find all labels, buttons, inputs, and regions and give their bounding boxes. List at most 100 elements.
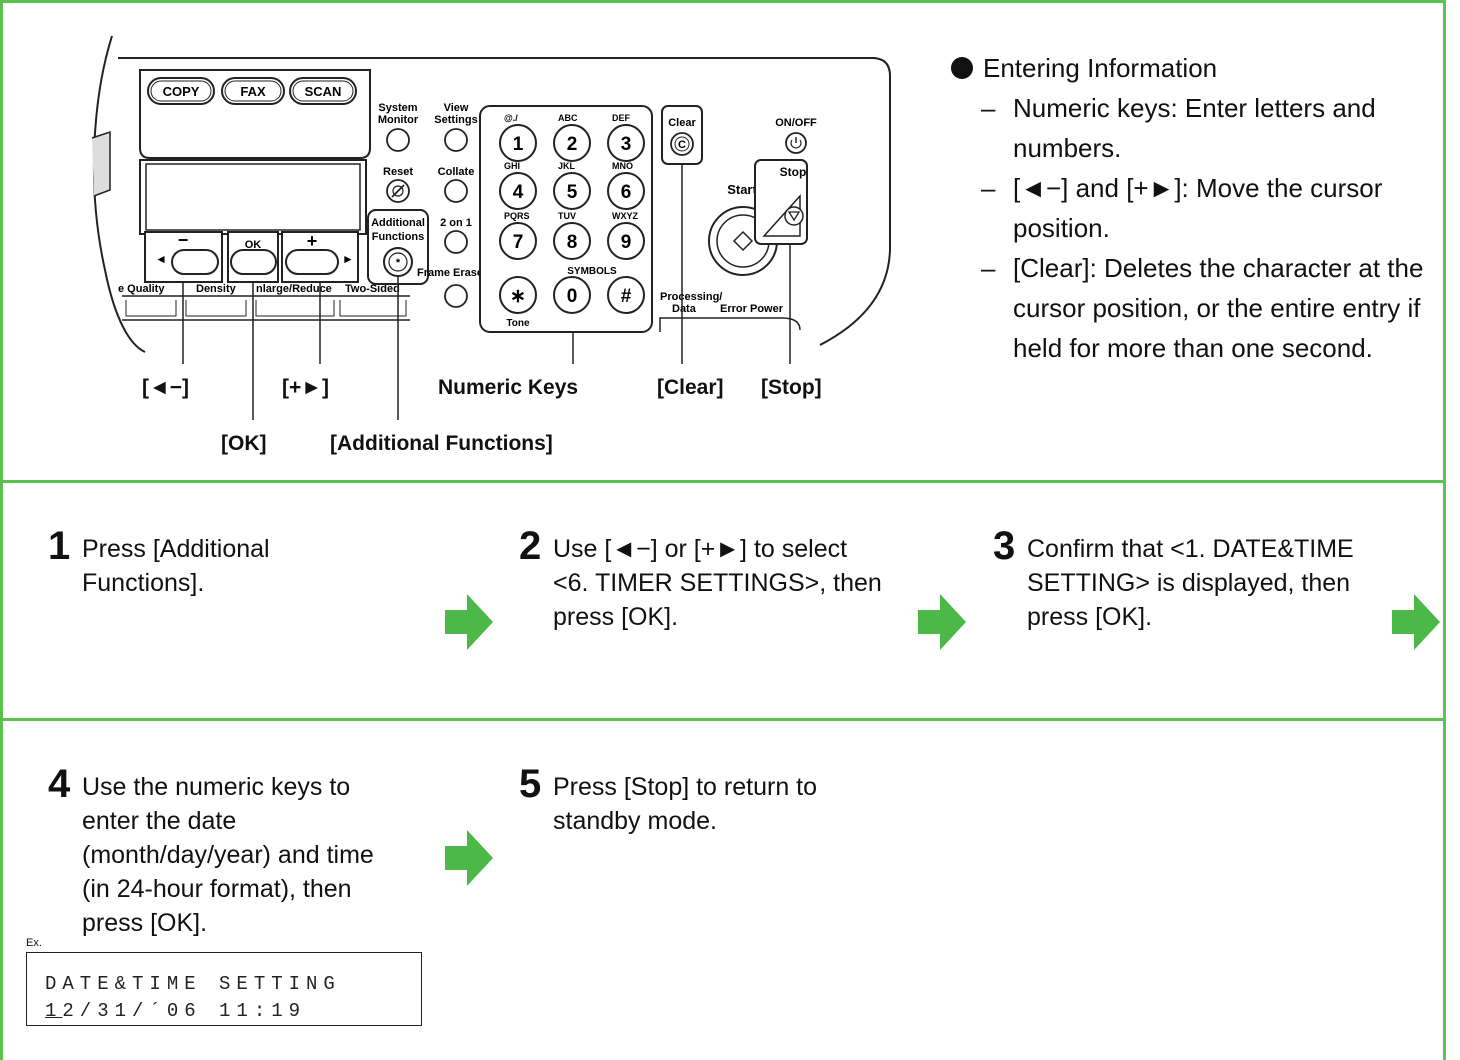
svg-text:Power: Power [750, 303, 784, 315]
svg-text:System: System [378, 102, 417, 114]
step-number: 1 [48, 524, 71, 568]
numeric-key-2: 2 ABC [553, 113, 591, 162]
step-4: 4 Use the numeric keys to enter the date… [48, 764, 408, 940]
svg-text:e Quality: e Quality [118, 283, 165, 295]
key-letters: ABC [558, 113, 578, 123]
navigation-keys: − ◄ OK + ► [144, 230, 359, 283]
svg-text:Start: Start [727, 182, 757, 197]
step-number: 3 [993, 524, 1016, 568]
key-digit: 4 [513, 182, 524, 203]
svg-text:Two-Sided: Two-Sided [345, 283, 400, 295]
copy-button-label: COPY [163, 84, 200, 99]
key-digit: 8 [567, 232, 578, 253]
next-arrow-icon [918, 594, 966, 650]
svg-text:►: ► [342, 252, 354, 266]
fax-button-label: FAX [240, 84, 266, 99]
svg-text:Additional: Additional [371, 217, 425, 229]
info-item: –[Clear]: Deletes the character at the c… [981, 253, 1424, 363]
key-letters: TUV [558, 211, 576, 221]
ok-callout: [OK] [221, 432, 267, 455]
step-1: 1 Press [Additional Functions]. [48, 526, 348, 600]
info-item: –Numeric keys: Enter letters and numbers… [981, 93, 1376, 163]
step-text: Confirm that <1. DATE&TIME SETTING> is d… [1027, 535, 1354, 631]
key-digit: # [621, 286, 632, 307]
key-digit: 3 [621, 134, 632, 155]
step-text: Use [◄−] or [+►] to select <6. TIMER SET… [553, 535, 882, 631]
key-letters: DEF [612, 113, 631, 123]
info-heading: Entering Information [983, 53, 1218, 83]
svg-text:SYMBOLS: SYMBOLS [567, 266, 617, 277]
key-letters: GHI [504, 161, 520, 171]
control-panel-illustration: COPY FAX SCAN − ◄ OK + ► e Quality Densi… [91, 35, 891, 420]
info-item: –[◄−] and [+►]: Move the cursor position… [981, 173, 1383, 243]
step-text: Use the numeric keys to enter the date (… [82, 773, 374, 937]
svg-text:Reset: Reset [383, 166, 413, 178]
step-2: 2 Use [◄−] or [+►] to select <6. TIMER S… [519, 526, 889, 634]
key-digit: 2 [567, 134, 578, 155]
lcd-line-1: DATE&TIME SETTING [45, 973, 341, 995]
entering-information-section: Entering Information –Numeric keys: Ente… [951, 48, 1431, 368]
section-divider [0, 718, 1446, 721]
key-digit: 6 [621, 182, 632, 203]
svg-text:Collate: Collate [438, 166, 475, 178]
next-arrow-icon [445, 830, 493, 886]
additional-functions-callout: [Additional Functions] [330, 432, 553, 455]
key-letters: JKL [558, 161, 576, 171]
svg-text:Clear: Clear [668, 117, 696, 129]
numeric-key-4: 4 GHI [499, 161, 537, 210]
lcd-display-example: DATE&TIME SETTING 12/31/´06 11:19 [26, 952, 422, 1026]
step-3: 3 Confirm that <1. DATE&TIME SETTING> is… [993, 526, 1363, 634]
svg-text:Data: Data [672, 303, 697, 315]
step-number: 5 [519, 762, 542, 806]
lcd-line-2: 12/31/´06 11:19 [45, 1000, 307, 1022]
next-arrow-icon [445, 594, 493, 650]
next-arrow-icon [1392, 594, 1440, 650]
numeric-key-5: 5 JKL [553, 161, 591, 210]
svg-text:◄: ◄ [155, 252, 167, 266]
step-number: 4 [48, 762, 71, 806]
svg-text:Functions: Functions [372, 231, 425, 243]
svg-text:Error: Error [720, 303, 748, 315]
svg-text:+: + [307, 231, 318, 251]
svg-text:Frame Erase: Frame Erase [417, 267, 483, 279]
numeric-keys-callout: Numeric Keys [438, 376, 579, 399]
scan-button-label: SCAN [305, 84, 342, 99]
svg-text:2 on 1: 2 on 1 [440, 217, 472, 229]
numeric-key-1: 1@./ [499, 113, 537, 162]
numeric-key-8: 8 TUV [553, 211, 591, 260]
svg-text:Density: Density [196, 283, 237, 295]
stop-callout: [Stop] [761, 376, 822, 399]
svg-text:Tone: Tone [506, 318, 530, 329]
bullet-icon [951, 57, 973, 79]
step-text: Press [Additional Functions]. [82, 535, 270, 597]
svg-text:nlarge/Reduce: nlarge/Reduce [256, 283, 332, 295]
key-digit: ∗ [510, 286, 526, 307]
clear-callout: [Clear] [657, 376, 724, 399]
key-letters: WXYZ [612, 211, 639, 221]
svg-text:Processing/: Processing/ [660, 291, 722, 303]
left-arrow-key-callout: [◄−] [142, 376, 190, 399]
key-digit: 5 [567, 182, 578, 203]
key-digit: 0 [567, 286, 578, 307]
svg-text:View: View [444, 102, 469, 114]
key-letters: PQRS [504, 211, 530, 221]
numeric-key-12: # [607, 276, 645, 314]
numeric-keypad [479, 105, 653, 333]
numeric-key-10: ∗ [499, 276, 537, 314]
svg-text:ON/OFF: ON/OFF [775, 117, 817, 129]
numeric-key-11: 0 [553, 276, 591, 314]
key-letters: @./ [504, 113, 518, 123]
svg-text:OK: OK [245, 239, 262, 251]
lcd-cursor: 1 [45, 1000, 63, 1022]
step-5: 5 Press [Stop] to return to standby mode… [519, 764, 889, 838]
svg-text:−: − [178, 230, 189, 250]
section-divider [0, 480, 1446, 483]
example-label: Ex. [26, 937, 42, 949]
step-text: Press [Stop] to return to standby mode. [553, 773, 818, 835]
svg-text:Settings: Settings [434, 114, 477, 126]
svg-text:C: C [678, 139, 686, 151]
key-digit: 7 [513, 232, 524, 253]
